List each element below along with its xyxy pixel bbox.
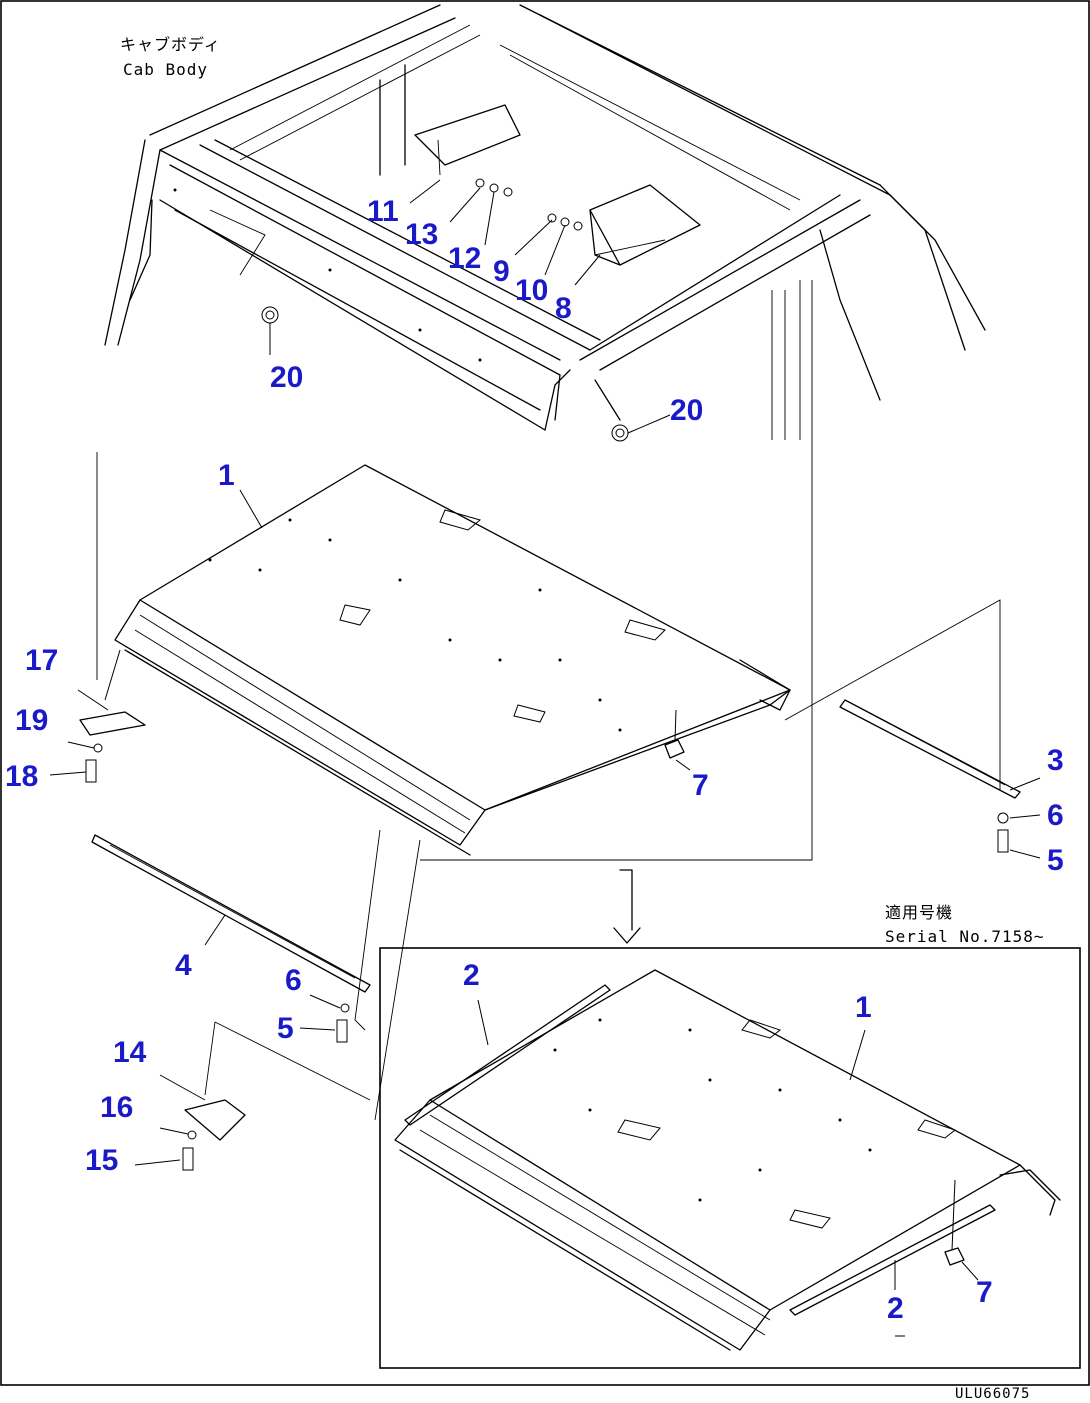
callout-5-right: 5: [1047, 844, 1064, 877]
callout-7-bottom: 7: [976, 1276, 993, 1309]
callout-11: 11: [367, 195, 399, 228]
callout-19: 19: [15, 704, 48, 737]
callout-17: 17: [25, 644, 58, 677]
callout-8: 8: [555, 292, 572, 325]
callout-18: 18: [5, 760, 38, 793]
serial-variant-box: [379, 947, 1081, 1369]
floor-plate-upper: [96, 440, 1001, 861]
callout-20-right: 20: [670, 394, 703, 427]
drawing-code: ULU66075: [955, 1386, 1030, 1402]
bracket-14-group: [134, 1021, 246, 1171]
callout-9: 9: [493, 255, 510, 288]
strip-3: [839, 699, 1041, 859]
serial-jp-note: 適用号機: [885, 903, 953, 922]
callout-14: 14: [113, 1036, 147, 1069]
callout-1-top: 1: [218, 459, 235, 492]
strip-4: [91, 829, 421, 1121]
callout-1-bottom: 1: [855, 991, 872, 1024]
callout-15: 15: [85, 1144, 118, 1177]
cab-body-frame: [104, 4, 986, 442]
callout-12: 12: [448, 242, 481, 275]
serial-en-note: Serial No.7158~: [885, 927, 1045, 946]
callout-6-right: 6: [1047, 799, 1064, 832]
callout-10: 10: [515, 274, 548, 307]
callout-5-left: 5: [277, 1012, 294, 1045]
callout-4: 4: [175, 949, 192, 982]
cab-body-jp-note: キャブボディ: [120, 35, 221, 54]
callout-16: 16: [100, 1091, 133, 1124]
floor-plate-lower: [394, 969, 1061, 1351]
transition-arrow: [613, 869, 641, 944]
cab-leaders: [209, 179, 671, 434]
callout-13: 13: [405, 218, 438, 251]
bracket-17-group: [49, 649, 146, 783]
callout-6-left: 6: [285, 964, 302, 997]
callout-3: 3: [1047, 744, 1064, 777]
cab-body-en-note: Cab Body: [123, 60, 208, 79]
callout-2-right: 2: [887, 1292, 904, 1325]
callout-7-top: 7: [692, 769, 709, 802]
callout-20-left: 20: [270, 361, 303, 394]
callout-2-left: 2: [463, 959, 480, 992]
